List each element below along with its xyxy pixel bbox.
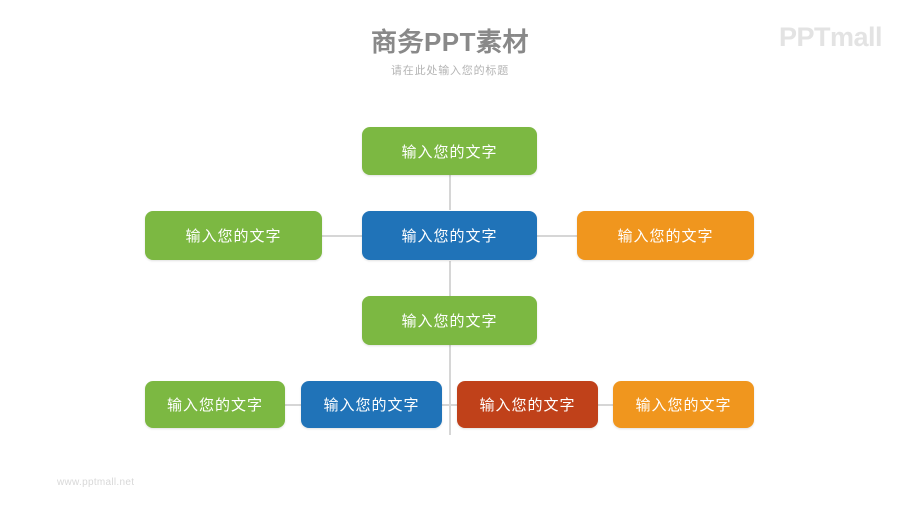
connector-horizontal-bottom-2 [441,404,461,406]
node-middle-left-label: 输入您的文字 [185,228,282,245]
node-middle-right-label: 输入您的文字 [617,228,714,245]
node-middle-center-label: 输入您的文字 [401,228,498,245]
node-second-center[interactable]: 输入您的文字 [362,296,537,345]
connector-vertical-top [449,175,451,210]
node-bottom-4[interactable]: 输入您的文字 [613,381,754,428]
connector-horizontal-middle-right [537,235,577,237]
node-bottom-1-label: 输入您的文字 [166,397,263,414]
node-bottom-2[interactable]: 输入您的文字 [301,381,442,428]
connector-vertical-bottom [449,345,451,435]
node-bottom-3-label: 输入您的文字 [479,397,576,414]
connector-horizontal-middle-left [322,235,362,237]
footer-url: www.pptmall.net [57,477,135,488]
connector-horizontal-bottom-3 [597,404,617,406]
node-second-center-label: 输入您的文字 [401,313,498,330]
node-middle-center[interactable]: 输入您的文字 [362,211,537,260]
node-bottom-2-label: 输入您的文字 [323,397,420,414]
page-subtitle: 请在此处输入您的标题 [391,65,509,77]
node-top[interactable]: 输入您的文字 [362,127,537,175]
connector-horizontal-bottom-1 [285,404,305,406]
node-middle-right[interactable]: 输入您的文字 [577,211,754,260]
slide-header: 商务PPT素材 请在此处输入您的标题 [0,26,900,78]
page-title: 商务PPT素材 [370,27,530,57]
node-middle-left[interactable]: 输入您的文字 [145,211,322,260]
node-bottom-4-label: 输入您的文字 [635,397,732,414]
connector-vertical-mid [449,261,451,296]
node-bottom-3[interactable]: 输入您的文字 [457,381,598,428]
node-bottom-1[interactable]: 输入您的文字 [145,381,285,428]
node-top-label: 输入您的文字 [401,143,498,161]
pptmall-logo: PPTmall [778,22,883,52]
